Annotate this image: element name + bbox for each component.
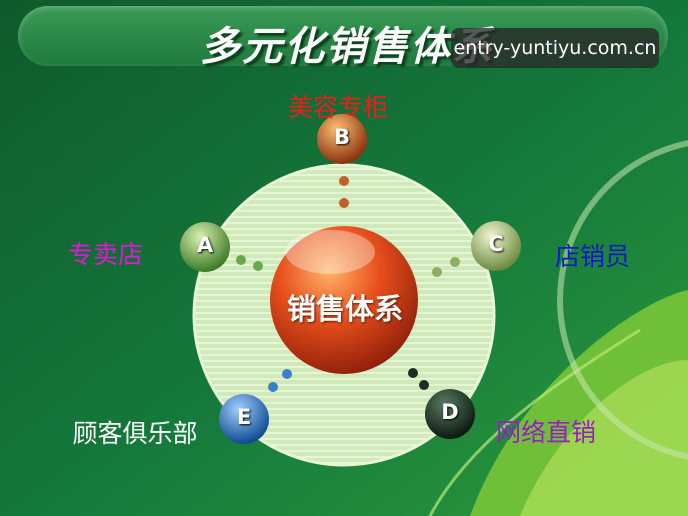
node-d-label: 网络直销	[496, 418, 597, 447]
slide-title: 多元化销售体系	[200, 24, 494, 70]
node-d-letter: D	[441, 400, 459, 424]
node-b-letter: B	[333, 125, 350, 149]
center-node-label: 销售体系	[286, 292, 403, 326]
node-a-label: 专卖店	[68, 240, 144, 269]
node-a-letter: A	[196, 233, 214, 257]
node-c-letter: C	[488, 232, 504, 256]
node-b-label: 美容专柜	[288, 93, 389, 122]
node-c-label: 店销员	[555, 242, 631, 271]
node-e-label: 顾客俱乐部	[72, 419, 198, 448]
node-e-letter: E	[236, 405, 252, 429]
watermark: entry-yuntiyu.com.cn	[451, 28, 659, 68]
